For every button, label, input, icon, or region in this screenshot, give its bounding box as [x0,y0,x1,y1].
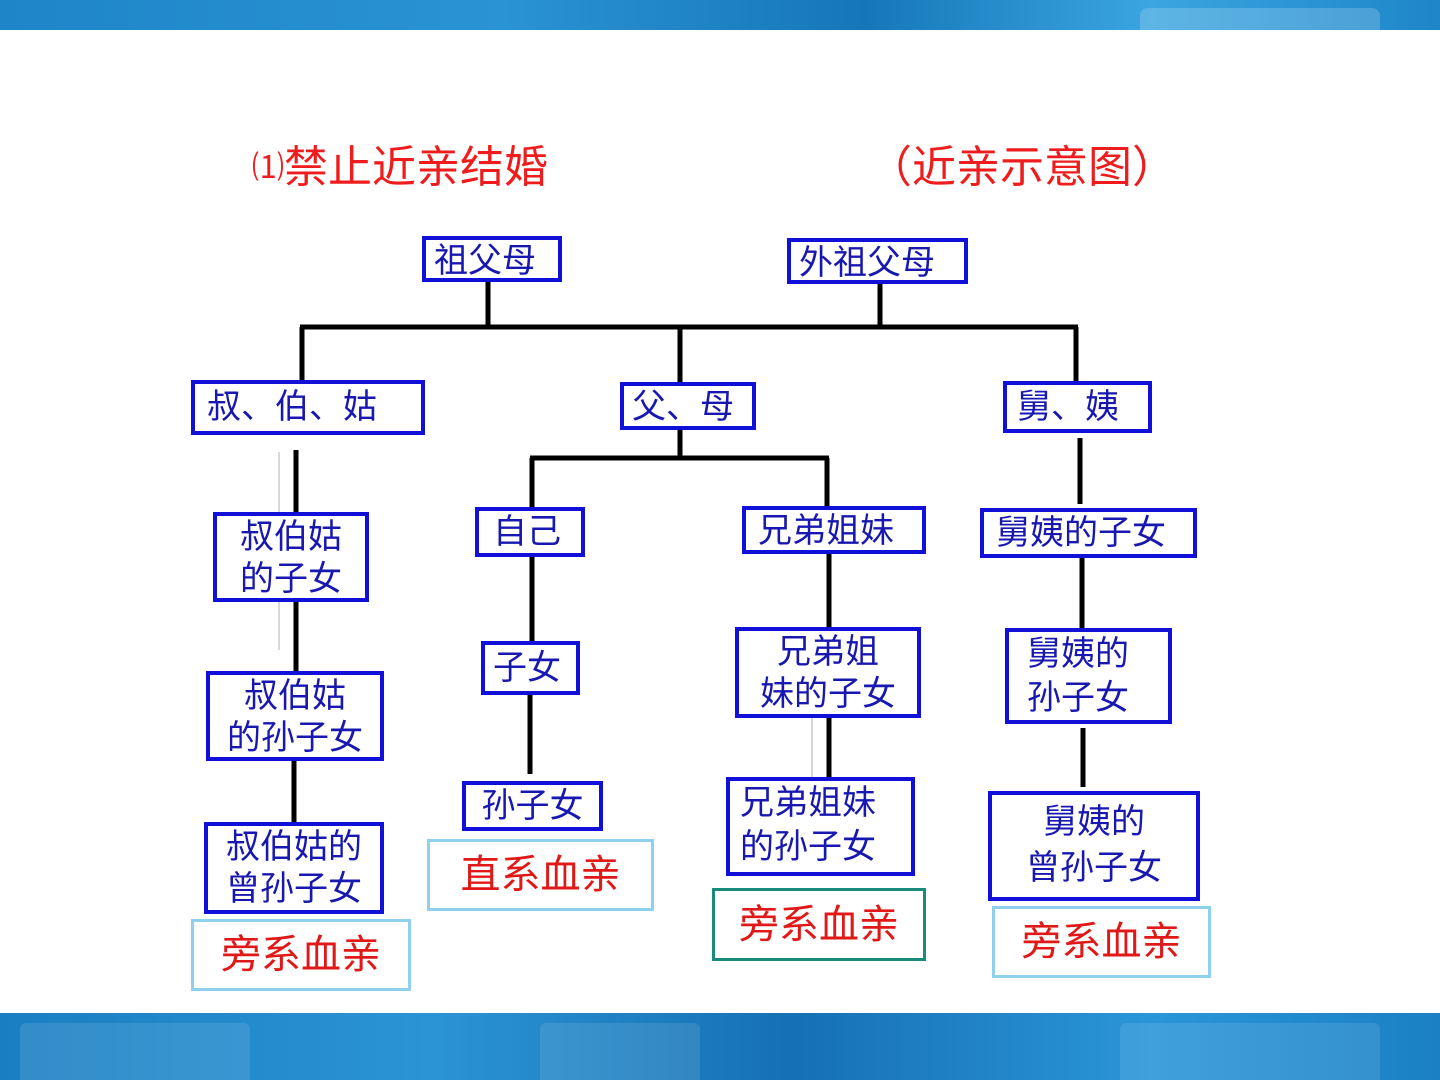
node-maternal-great-grandchildren: 舅姨的 曾孙子女 [988,791,1200,901]
node-siblings-grandchildren: 兄弟姐妹 的孙子女 [726,777,915,876]
node-text-line: 孙子女 [1027,678,1129,718]
node-text-line: 的子女 [240,559,342,599]
node-text-line: 兄弟姐妹 [740,783,876,823]
node-text-line: 的孙子女 [227,718,363,758]
bottom-bar-panel [20,1023,250,1080]
node-paternal-cousins-children: 叔伯姑 的孙子女 [206,671,384,761]
node-maternal-uncles-aunts: 舅、姨 [1003,381,1152,433]
node-maternal-cousins: 舅姨的子女 [980,508,1197,558]
label-lineal-relatives: 直系血亲 [427,839,654,911]
node-text-line: 曾孙子女 [1026,848,1162,888]
diagram-caption: （近亲示意图） [868,142,1176,193]
node-text-line: 叔伯姑的 [226,827,362,867]
slide-heading: ⑴禁止近亲结婚 [252,146,548,190]
node-grandchildren: 孙子女 [462,781,603,831]
label-collateral-relatives: 旁系血亲 [712,888,926,961]
node-text-line: 叔伯姑 [240,517,342,557]
node-parents: 父、母 [620,382,756,430]
label-collateral-relatives: 旁系血亲 [992,906,1211,978]
node-self: 自己 [475,507,585,557]
node-text-line: 舅姨的 [1043,802,1145,842]
heading-number: ⑴ [252,148,285,186]
top-bar-highlight [1140,8,1380,30]
bottom-bar-panel [1120,1023,1380,1080]
node-text-line: 兄弟姐 [777,632,879,672]
node-paternal-cousins: 叔伯姑 的子女 [213,512,369,602]
node-text-line: 舅姨的 [1027,634,1129,674]
node-siblings-children: 兄弟姐 妹的子女 [735,627,921,718]
node-children: 子女 [481,641,580,695]
node-paternal-uncles-aunts: 叔、伯、姑 [191,380,425,435]
bottom-theme-bar [0,1013,1440,1080]
node-siblings: 兄弟姐妹 [742,506,926,554]
node-paternal-great-grandchildren: 叔伯姑的 曾孙子女 [204,822,384,914]
bottom-bar-panel [540,1023,700,1080]
node-text-line: 妹的子女 [760,674,896,714]
node-maternal-cousins-children: 舅姨的 孙子女 [1005,628,1172,724]
top-theme-bar [0,0,1440,30]
node-text-line: 叔伯姑 [244,676,346,716]
node-text-line: 曾孙子女 [226,869,362,909]
label-collateral-relatives: 旁系血亲 [191,919,411,991]
node-text-line: 的孙子女 [740,827,876,867]
node-paternal-grandparents: 祖父母 [422,236,562,282]
heading-title: 禁止近亲结婚 [284,142,549,193]
node-maternal-grandparents: 外祖父母 [787,238,968,284]
